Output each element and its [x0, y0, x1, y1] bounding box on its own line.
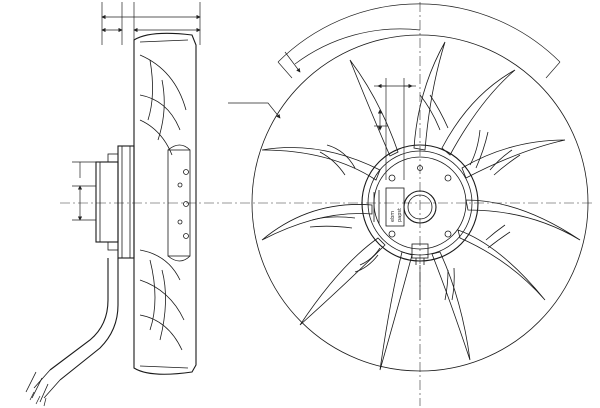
impeller-hub: ebm papst — [361, 144, 479, 265]
impeller-side-profile — [133, 32, 197, 375]
hub-dimensions — [374, 78, 416, 180]
impeller-outer-circle — [251, 34, 589, 372]
fan-front-view: ebm papst — [228, 2, 589, 406]
motor-housing — [95, 145, 135, 259]
hub-label-line-1: ebm — [390, 211, 396, 222]
fan-side-view — [25, 2, 595, 407]
side-left-dimension — [72, 161, 100, 221]
hub-label-line-2: papst — [397, 208, 403, 222]
leader-line — [228, 102, 281, 119]
power-cable — [25, 258, 119, 407]
side-top-dimensions — [101, 2, 201, 45]
impeller-blades — [261, 41, 581, 371]
diameter-dimension — [277, 3, 561, 79]
